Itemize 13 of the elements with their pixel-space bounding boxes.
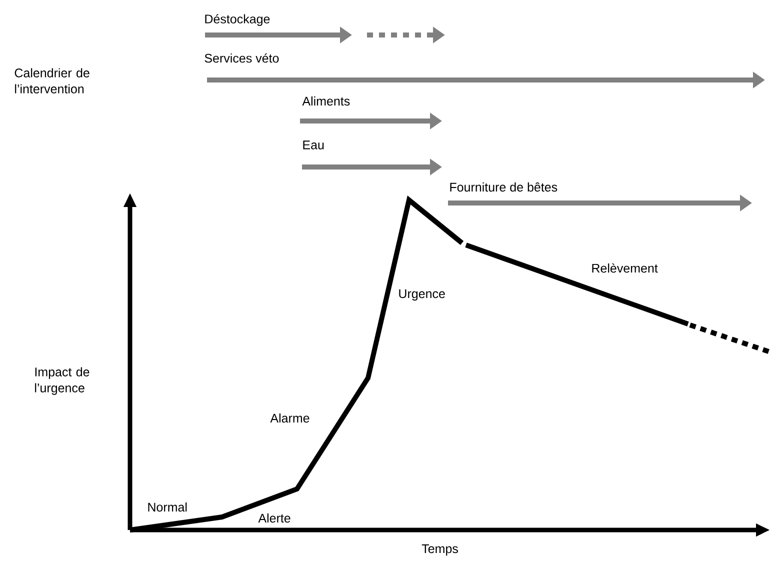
- axis-label: Impact de l’urgence: [35, 367, 90, 395]
- bar-label: Eau: [303, 140, 324, 150]
- phase-label: Relèvement: [592, 263, 658, 273]
- axis-label: Calendrier de l’intervention: [14, 68, 90, 94]
- phase-label: Alarme: [270, 413, 310, 423]
- bar-label: Aliments: [302, 96, 350, 106]
- bar-label: Fourniture de bêtes: [450, 182, 558, 192]
- axis-label: Temps: [422, 544, 458, 556]
- phase-label: Urgence: [399, 289, 445, 301]
- phase-label: Alerte: [258, 513, 290, 523]
- bar-label: Services véto: [204, 53, 279, 63]
- phase-label: Normal: [148, 502, 187, 512]
- bar-label: Déstockage: [205, 14, 270, 26]
